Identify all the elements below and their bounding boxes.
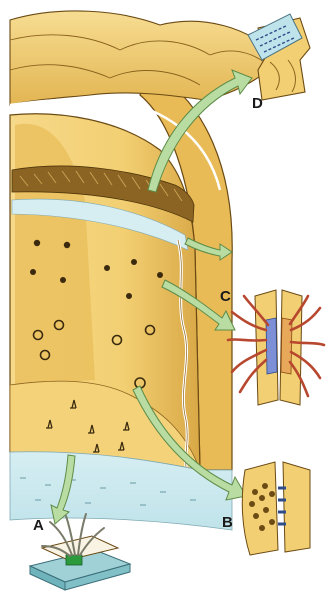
desmosome-spot <box>157 272 163 278</box>
desmosome-spot <box>34 240 40 246</box>
inset-b-right-membrane <box>283 462 310 552</box>
label-c: C <box>220 288 231 305</box>
label-d: D <box>252 95 263 112</box>
label-a: A <box>33 517 44 534</box>
desmosome-spot <box>30 269 36 275</box>
epithelial-cell-block <box>10 70 232 475</box>
desmosome-spot <box>104 265 110 271</box>
inset-b-left-membrane <box>242 462 278 555</box>
inset-c-desmosome <box>228 290 324 405</box>
desmosome-spot <box>131 259 137 265</box>
inset-b-gap-junction <box>242 462 310 555</box>
desmosome-spot <box>60 277 66 283</box>
desmosome-spot <box>64 242 70 248</box>
inset-a-hemidesmosome <box>30 514 130 590</box>
desmosome-spot <box>126 293 132 299</box>
inset-a-plaque <box>66 555 82 565</box>
inset-c-left-plaque <box>266 318 277 374</box>
label-b: B <box>222 514 233 531</box>
inset-c-right-plaque <box>281 318 292 374</box>
